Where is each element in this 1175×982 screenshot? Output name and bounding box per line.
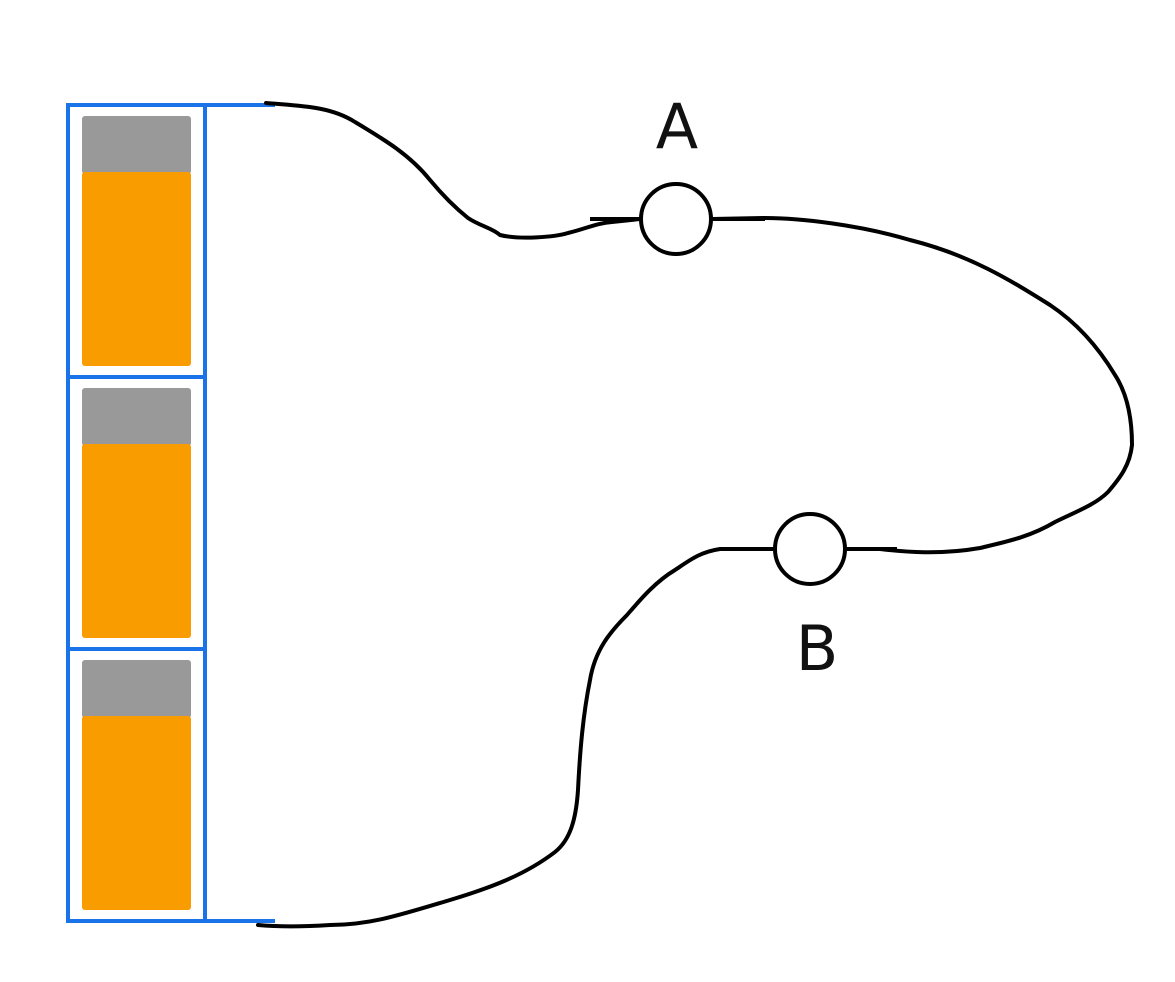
component-a: A xyxy=(590,90,765,256)
cell-charge xyxy=(82,172,191,366)
component-b: B xyxy=(720,512,897,685)
component-a-label: A xyxy=(656,90,698,163)
battery-cell-3 xyxy=(66,647,207,923)
cell-frame xyxy=(66,647,207,923)
component-b-label: B xyxy=(796,612,839,685)
battery-cell-1 xyxy=(66,103,207,379)
circle-component-icon xyxy=(773,512,847,586)
wire-a-to-b xyxy=(710,216,1134,555)
wires xyxy=(256,101,1134,929)
cell-charge xyxy=(82,444,191,638)
cell-cap xyxy=(82,388,191,446)
battery-cell-2 xyxy=(66,375,207,651)
cell-charge xyxy=(82,716,191,910)
cell-cap xyxy=(82,660,191,718)
circle-component-icon xyxy=(639,182,713,256)
wire-battery-to-a xyxy=(264,101,642,240)
wire-b-to-battery xyxy=(256,547,775,929)
cell-cap xyxy=(82,116,191,174)
battery-pack xyxy=(66,103,275,923)
